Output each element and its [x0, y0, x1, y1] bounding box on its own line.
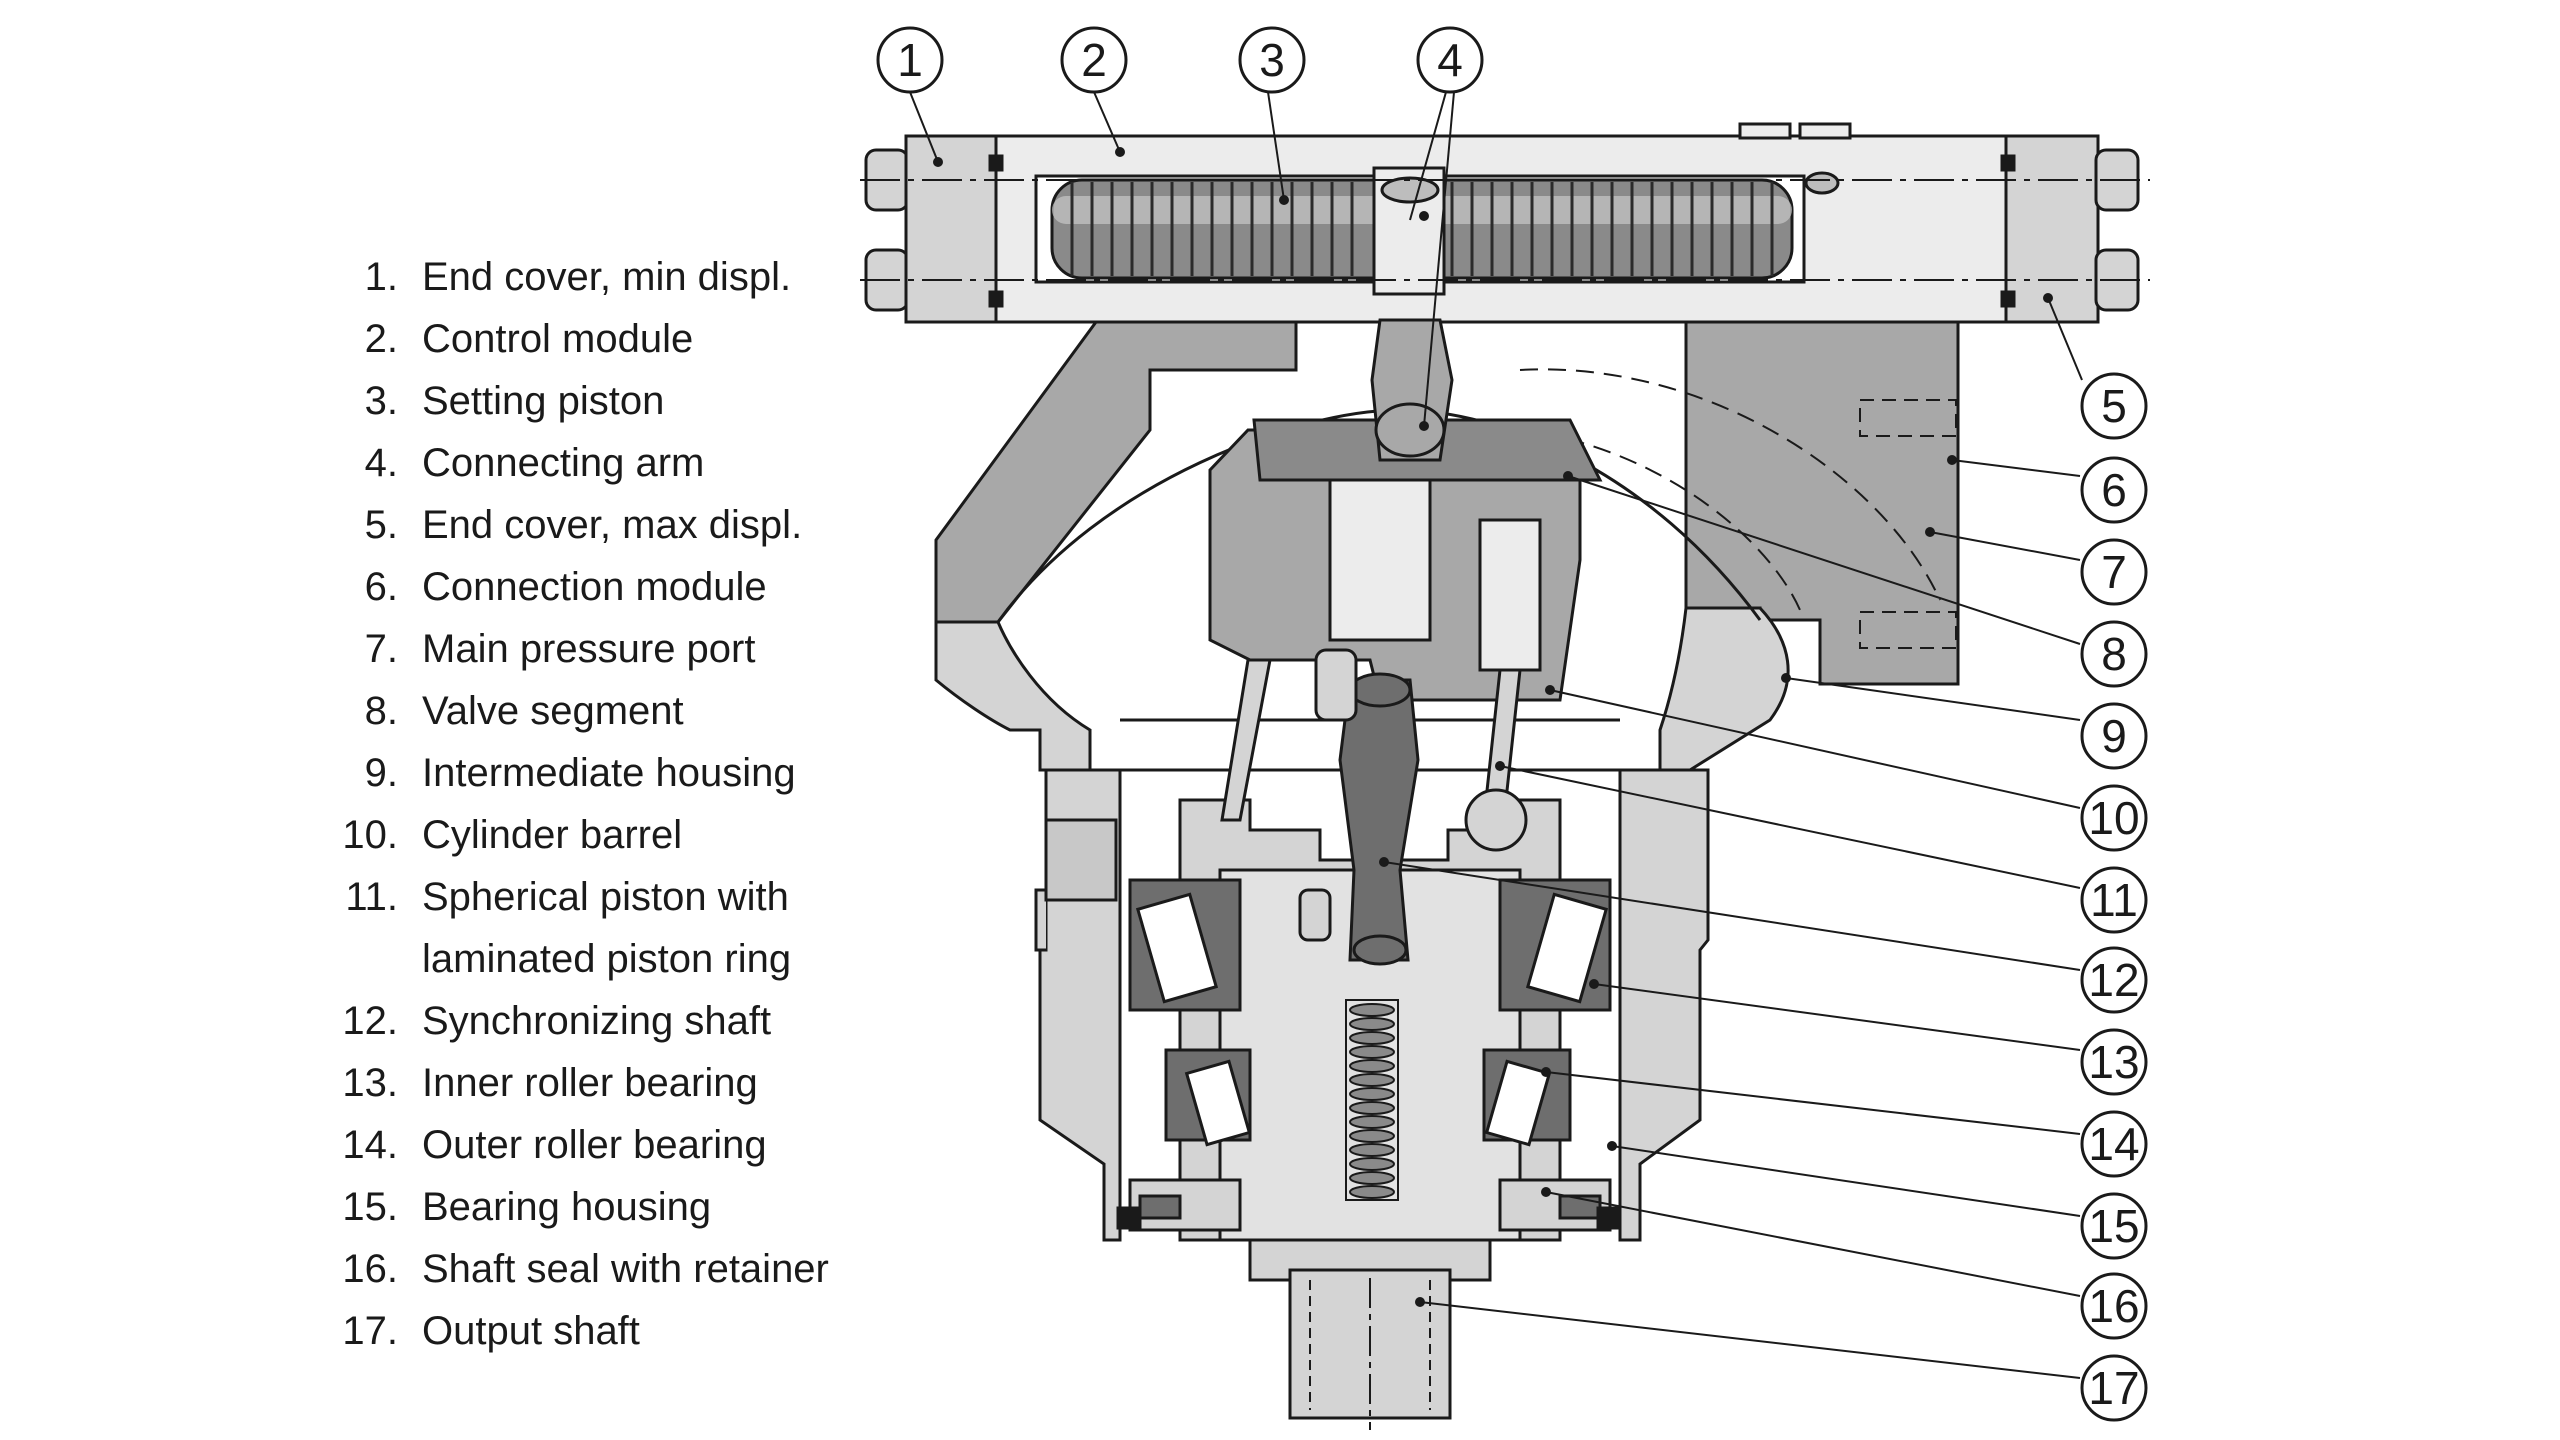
callout-12: 12: [2080, 946, 2148, 1014]
callout-5: 5: [2080, 372, 2148, 440]
legend-label: laminated piston ring: [422, 937, 792, 981]
callout-16: 16: [2080, 1272, 2148, 1340]
callout-number: 14: [2088, 1118, 2139, 1170]
legend-label: Inner roller bearing: [422, 1061, 758, 1105]
legend-label: Setting piston: [422, 379, 665, 423]
legend-number: 3.: [364, 379, 398, 423]
output-shaft: [1248, 1238, 1492, 1430]
callout-14: 14: [2080, 1110, 2148, 1178]
callout-number: 9: [2101, 710, 2127, 762]
callout-9: 9: [2080, 702, 2148, 770]
legend-label: Spherical piston with: [422, 875, 789, 919]
legend-number: 7.: [364, 627, 398, 671]
callout-number: 15: [2088, 1200, 2139, 1252]
callout-6: 6: [2080, 456, 2148, 524]
legend-label: Shaft seal with retainer: [422, 1247, 829, 1291]
spherical-piston: [1220, 648, 1528, 942]
legend-number: 13.: [342, 1061, 398, 1105]
legend-number: 1.: [364, 255, 398, 299]
callout-number: 10: [2088, 792, 2139, 844]
callout-11: 11: [2080, 866, 2148, 934]
callout-2: 2: [1060, 26, 1128, 94]
callout-number: 1: [897, 34, 923, 86]
legend-label: Intermediate housing: [422, 751, 796, 795]
legend-number: 11.: [345, 875, 398, 919]
callout-number: 16: [2088, 1280, 2139, 1332]
legend-number: 8.: [364, 689, 398, 733]
legend-number: 10.: [342, 813, 398, 857]
setting-piston: [1050, 166, 1794, 296]
callout-8: 8: [2080, 620, 2148, 688]
callout-15: 15: [2080, 1192, 2148, 1260]
legend-label: Output shaft: [422, 1309, 640, 1353]
callout-number: 8: [2101, 628, 2127, 680]
shaft-seal: [1116, 1178, 1622, 1232]
callout-number: 2: [1081, 34, 1107, 86]
leader-dots: [933, 147, 2053, 1307]
legend-number: 9.: [364, 751, 398, 795]
callout-number: 13: [2088, 1036, 2139, 1088]
legend-number: 6.: [364, 565, 398, 609]
callout-7: 7: [2080, 538, 2148, 606]
leader-lines: [909, 91, 2083, 1379]
callout-number: 6: [2101, 464, 2127, 516]
inner-roller-bearing: [1128, 878, 1612, 1012]
synchronizing-shaft: [1338, 672, 1420, 966]
outer-roller-bearing: [1164, 1048, 1572, 1147]
spring: [1345, 999, 1399, 1201]
callout-10: 10: [2080, 784, 2148, 852]
legend-label: Main pressure port: [422, 627, 756, 671]
callout-4: 4: [1416, 26, 1484, 94]
intermediate-housing: [934, 320, 1790, 772]
legend-label: Outer roller bearing: [422, 1123, 767, 1167]
connecting-arm: [1370, 318, 1454, 462]
callout-number: 7: [2101, 546, 2127, 598]
bearing-housing: [1034, 768, 1710, 1242]
centre-lines: [860, 179, 2150, 281]
legend-label: Valve segment: [422, 689, 684, 733]
callout-number: 5: [2101, 380, 2127, 432]
legend-number: 16.: [342, 1247, 398, 1291]
callout-number: 3: [1259, 34, 1285, 86]
callout-3: 3: [1238, 26, 1306, 94]
callout-1: 1: [876, 26, 944, 94]
legend-label: End cover, min displ.: [422, 255, 792, 299]
hidden-outline: [1399, 424, 1801, 611]
legend-number: 12.: [342, 999, 398, 1043]
cylinder-barrel: [1208, 428, 1582, 702]
legend-number: 17.: [342, 1309, 398, 1353]
hidden-outline: [1519, 368, 1941, 601]
legend-number: 14.: [342, 1123, 398, 1167]
legend-number: 5.: [364, 503, 398, 547]
callout-number: 4: [1437, 34, 1463, 86]
legend-label: Cylinder barrel: [422, 813, 683, 857]
legend-label: Connecting arm: [422, 441, 705, 485]
legend-number: 4.: [364, 441, 398, 485]
callout-number: 12: [2088, 954, 2139, 1006]
legend-label: Connection module: [422, 565, 767, 609]
legend-label: Control module: [422, 317, 694, 361]
callout-17: 17: [2080, 1354, 2148, 1422]
callout-number: 11: [2090, 874, 2138, 926]
callout-number: 17: [2088, 1362, 2139, 1414]
legend-label: End cover, max displ.: [422, 503, 803, 547]
legend-label: Bearing housing: [422, 1185, 712, 1229]
callout-13: 13: [2080, 1028, 2148, 1096]
legend-number: 2.: [364, 317, 398, 361]
legend-label: Synchronizing shaft: [422, 999, 772, 1043]
legend-number: 15.: [342, 1185, 398, 1229]
